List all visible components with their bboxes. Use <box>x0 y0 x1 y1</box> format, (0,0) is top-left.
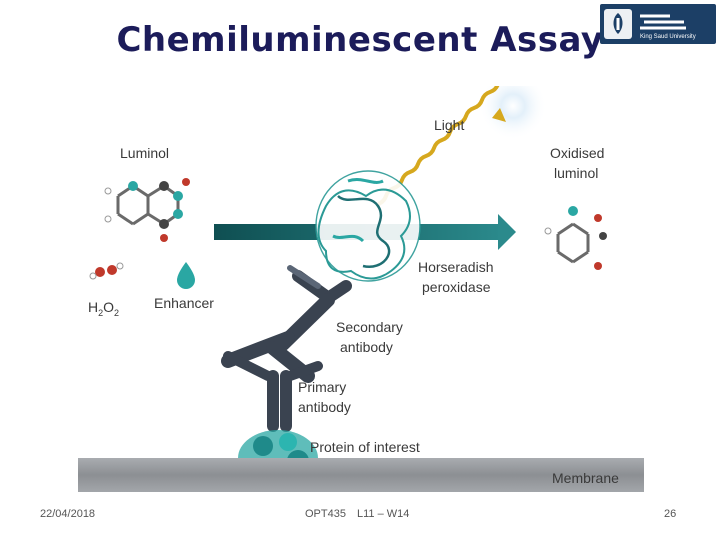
oxidised-luminol-molecule <box>544 206 607 270</box>
label-membrane: Membrane <box>552 470 619 486</box>
primary-antibody <box>223 351 323 432</box>
luminol-molecule <box>104 178 190 242</box>
membrane <box>78 458 644 492</box>
label-h2o2: H2O2 <box>88 299 119 318</box>
footer-lecture: L11 – W14 <box>357 508 410 520</box>
chemiluminescence-figure: Light Luminol Oxidised luminol H2O2 Enha… <box>78 72 644 492</box>
enhancer-drop <box>177 262 195 289</box>
label-hrp: Horseradish <box>418 259 493 275</box>
hrp-enzyme <box>315 170 421 282</box>
label-light: Light <box>434 117 464 133</box>
university-logo: King Saud University <box>600 4 716 44</box>
label-oxidised: Oxidised <box>550 145 604 161</box>
secondary-antibody <box>221 265 352 383</box>
footer-page-number: 26 <box>664 508 677 520</box>
label-hrp-2: peroxidase <box>422 279 491 295</box>
slide-title: Chemiluminescent Assay <box>116 20 604 60</box>
footer-course: OPT435 <box>305 508 346 520</box>
label-secondary: Secondary <box>336 319 403 335</box>
label-oxidised-2: luminol <box>554 165 598 181</box>
label-luminol: Luminol <box>120 145 169 161</box>
label-secondary-2: antibody <box>340 339 393 355</box>
footer-date: 22/04/2018 <box>40 508 96 520</box>
label-protein: Protein of interest <box>310 439 420 455</box>
label-primary: Primary <box>298 379 346 395</box>
h2o2-molecule <box>89 262 124 280</box>
svg-text:King Saud University: King Saud University <box>640 34 696 40</box>
label-primary-2: antibody <box>298 399 351 415</box>
label-enhancer: Enhancer <box>154 295 214 311</box>
